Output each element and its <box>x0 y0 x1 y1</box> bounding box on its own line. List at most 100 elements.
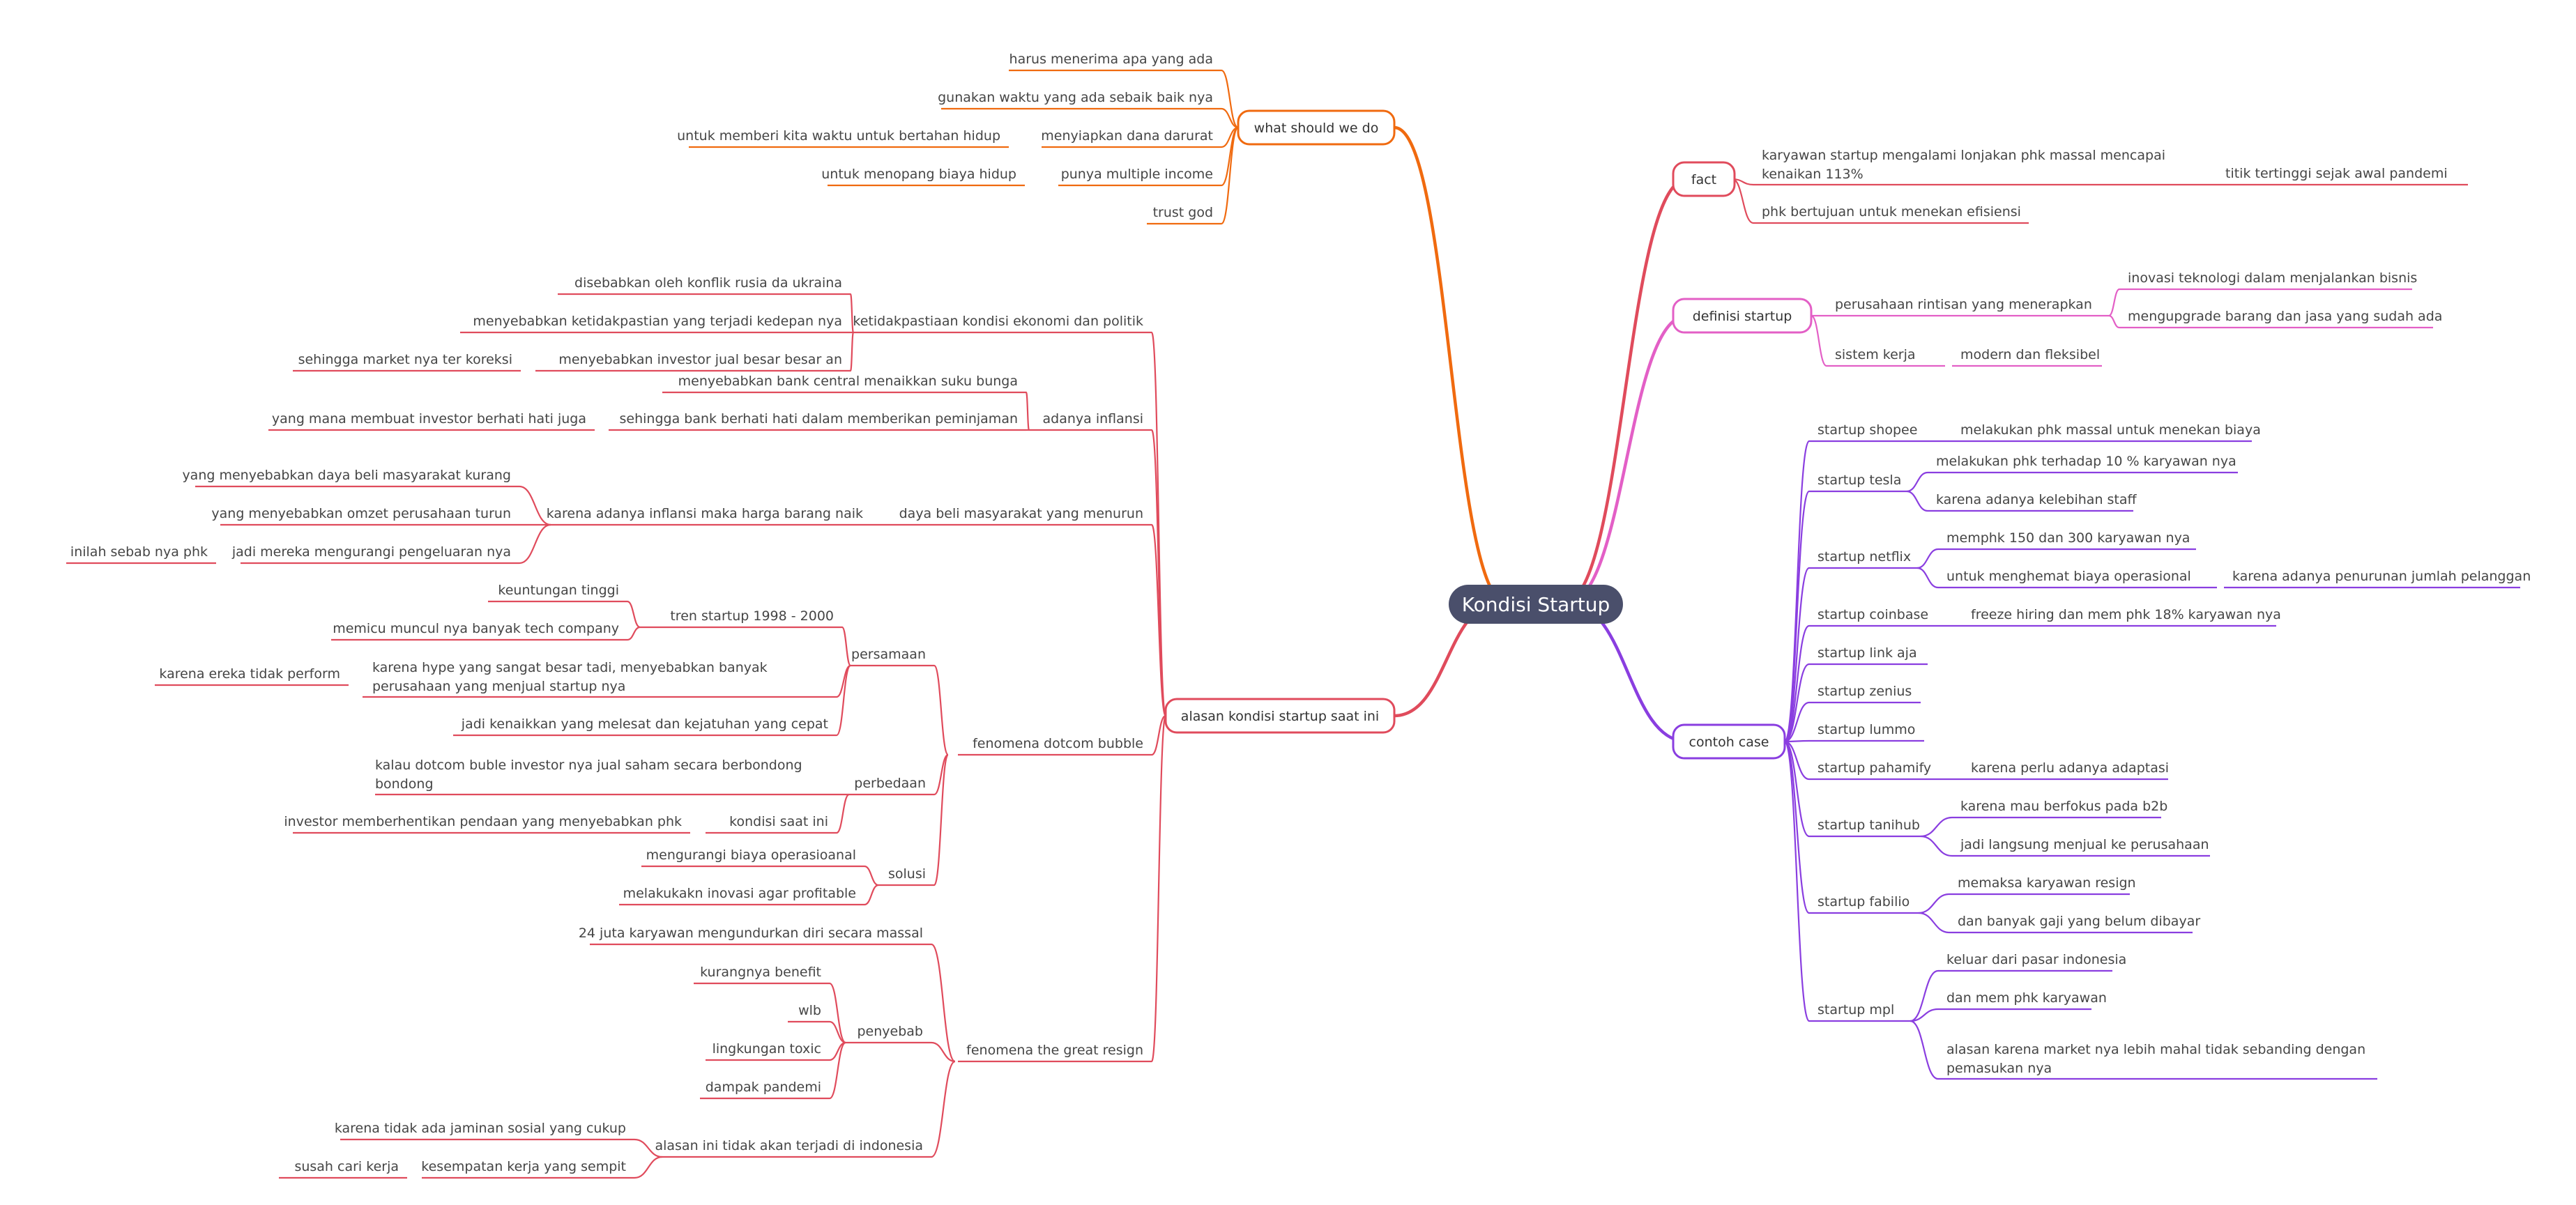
gr-title-label: fenomena the great resign <box>966 1043 1143 1058</box>
cases-shopee-label: startup shopee <box>1817 422 1917 438</box>
eko-c1-label: sehingga market nya ter koreksi <box>298 352 512 367</box>
dot-kondisi-c-label: investor memberhentikan pendaan yang men… <box>284 814 682 829</box>
gr-al1-label: karena tidak ada jaminan sosial yang cuk… <box>335 1121 626 1136</box>
cases-fabilio-b-connector <box>1918 912 1950 934</box>
cases-mpl-b-label: dan mem phk karyawan <box>1946 990 2107 1006</box>
cases-netflix-b1-label: karena adanya penurunan jumlah pelanggan <box>2232 569 2531 584</box>
dot-tren-a-connector <box>627 600 641 629</box>
gr-title-connector <box>1150 714 1167 1063</box>
def-a2-label: mengupgrade barang dan jasa yang sudah a… <box>2128 309 2442 324</box>
branch-definisi-startup[interactable] <box>1672 298 1813 334</box>
wswd-c1-label: untuk memberi kita waktu untuk bertahan … <box>677 128 1000 144</box>
fact-a-2-label: kenaikan 113% <box>1762 167 1864 182</box>
branch-alasan-kondisi[interactable] <box>1164 698 1396 734</box>
fact-a-1-label: karyawan startup mengalami lonjakan phk … <box>1762 148 2165 163</box>
dot-title-label: fenomena dotcom bubble <box>973 736 1143 751</box>
gr-p1-label: kurangnya benefit <box>700 965 821 980</box>
daya-c1-label: inilah sebab nya phk <box>70 544 208 560</box>
dot-sol-a-connector <box>864 865 879 887</box>
branch-what-should-we-do-connector <box>1394 125 1508 606</box>
dot-persamaan-connector <box>933 664 950 756</box>
dot-hype-2-label: perusahaan yang menjual startup nya <box>372 679 625 694</box>
eko-title-connector <box>1150 331 1167 717</box>
gr-p4-connector <box>829 1041 846 1100</box>
dot-tren-connector <box>841 626 852 667</box>
cases-tesla-connector <box>1783 490 1811 743</box>
cases-fabilio-b-label: dan banyak gaji yang belum dibayar <box>1958 914 2200 929</box>
dot-hype-c-label: karena ereka tidak perform <box>159 666 340 682</box>
daya-b-label: yang menyebabkan omzet perusahaan turun <box>211 506 511 521</box>
daya-c-connector <box>519 523 551 565</box>
gr-p3-label: lingkungan toxic <box>712 1041 821 1057</box>
cases-mpl-c-1-connector <box>1910 1020 1939 1080</box>
dot-tren-b-connector <box>627 626 641 641</box>
underlines <box>66 69 2520 1179</box>
fact-b-connector <box>1732 178 1754 224</box>
cases-shopee-a-label: melakukan phk massal untuk menekan biaya <box>1960 422 2261 438</box>
eko-a-connector <box>849 293 855 334</box>
daya-title-connector <box>1150 523 1167 717</box>
def-b-label: sistem kerja <box>1835 347 1916 362</box>
def-a1-label: inovasi teknologi dalam menjalankan bisn… <box>2128 270 2417 286</box>
cases-tanihub-a-connector <box>1920 816 1953 838</box>
dot-hype-1-label: karena hype yang sangat besar tadi, meny… <box>372 660 768 675</box>
dot-kondisi-connector <box>836 793 850 834</box>
cases-tanihub-b-label: jadi langsung menjual ke perusahaan <box>1960 837 2209 852</box>
cases-mpl-label: startup mpl <box>1817 1002 1894 1018</box>
daya-a-connector <box>519 485 551 526</box>
cases-coinbase-label: startup coinbase <box>1817 607 1928 622</box>
cases-pahamify-label: startup pahamify <box>1817 760 1931 776</box>
cases-zenius-label: startup zenius <box>1817 684 1912 699</box>
wswd-b-label: gunakan waktu yang ada sebaik baik nya <box>938 90 1213 105</box>
def-b1-label: modern dan fleksibel <box>1960 347 2100 362</box>
cases-tesla-a-label: melakukan phk terhadap 10 % karyawan nya <box>1936 454 2236 469</box>
gr-al2c-label: susah cari kerja <box>294 1159 399 1174</box>
dot-perbedaan-connector <box>933 753 949 796</box>
wswd-a-connector <box>1221 69 1239 129</box>
branch-contoh-case-label: contoh case <box>1689 735 1769 750</box>
wswd-e-connector <box>1220 126 1240 225</box>
gr-al1-connector <box>634 1138 663 1158</box>
gr-alasan-label: alasan ini tidak akan terjadi di indones… <box>655 1138 923 1153</box>
gr-p2-label: wlb <box>798 1003 821 1018</box>
branch-what-should-we-do[interactable] <box>1237 109 1396 146</box>
inf-a-connector <box>1025 391 1030 431</box>
def-a1-connector <box>2108 288 2120 317</box>
cases-tesla-label: startup tesla <box>1817 473 1901 488</box>
cases-tesla-a-connector <box>1906 471 1928 493</box>
dot-tren-b-label: memicu muncul nya banyak tech company <box>333 621 619 636</box>
wswd-d1-label: untuk menopang biaya hidup <box>821 167 1016 182</box>
cases-lummo-connector <box>1784 739 1810 743</box>
gr-penyebab-label: penyebab <box>858 1024 924 1039</box>
cases-tesla-b-connector <box>1906 490 1928 512</box>
dot-title-connector <box>1151 714 1166 756</box>
cases-tesla-b-label: karena adanya kelebihan staff <box>1936 492 2137 507</box>
dot-solusi-connector <box>933 753 950 887</box>
branch-fact[interactable] <box>1672 161 1736 197</box>
daya-a-label: yang menyebabkan daya beli masyarakat ku… <box>182 468 511 483</box>
dot-kenaikan-connector <box>835 664 852 737</box>
def-b-connector <box>1811 314 1827 367</box>
cases-tanihub-label: startup tanihub <box>1817 818 1920 833</box>
cases-fabilio-a-label: memaksa karyawan resign <box>1958 875 2136 891</box>
fact-a-c-label: titik tertinggi sejak awal pandemi <box>2225 166 2448 181</box>
cases-shopee-connector <box>1783 440 1811 743</box>
wswd-e-label: trust god <box>1153 205 1213 220</box>
cases-mpl-c-1-label: alasan karena market nya lebih mahal tid… <box>1946 1042 2365 1057</box>
dot-buble-1-label: kalau dotcom buble investor nya jual sah… <box>375 758 802 773</box>
eko-c-connector <box>849 331 855 372</box>
dot-sol-a-label: mengurangi biaya operasioanal <box>646 847 856 863</box>
dot-buble-2-label: bondong <box>375 776 434 792</box>
dot-sol-b-label: melakukakn inovasi agar profitable <box>623 886 856 901</box>
root-node[interactable] <box>1449 585 1623 624</box>
cases-mpl-a-label: keluar dari pasar indonesia <box>1946 952 2126 967</box>
branch-nodes <box>1164 109 1813 760</box>
cases-tanihub-a-label: karena mau berfokus pada b2b <box>1960 799 2167 814</box>
branch-fact-label: fact <box>1691 172 1716 187</box>
branch-contoh-case[interactable] <box>1672 723 1786 760</box>
cases-mpl-a-connector <box>1910 969 1939 1022</box>
eko-a-label: disebabkan oleh konflik rusia da ukraina <box>574 275 842 291</box>
cases-linkaja-label: startup link aja <box>1817 645 1917 661</box>
inf-title-label: adanya inflansi <box>1043 411 1143 427</box>
